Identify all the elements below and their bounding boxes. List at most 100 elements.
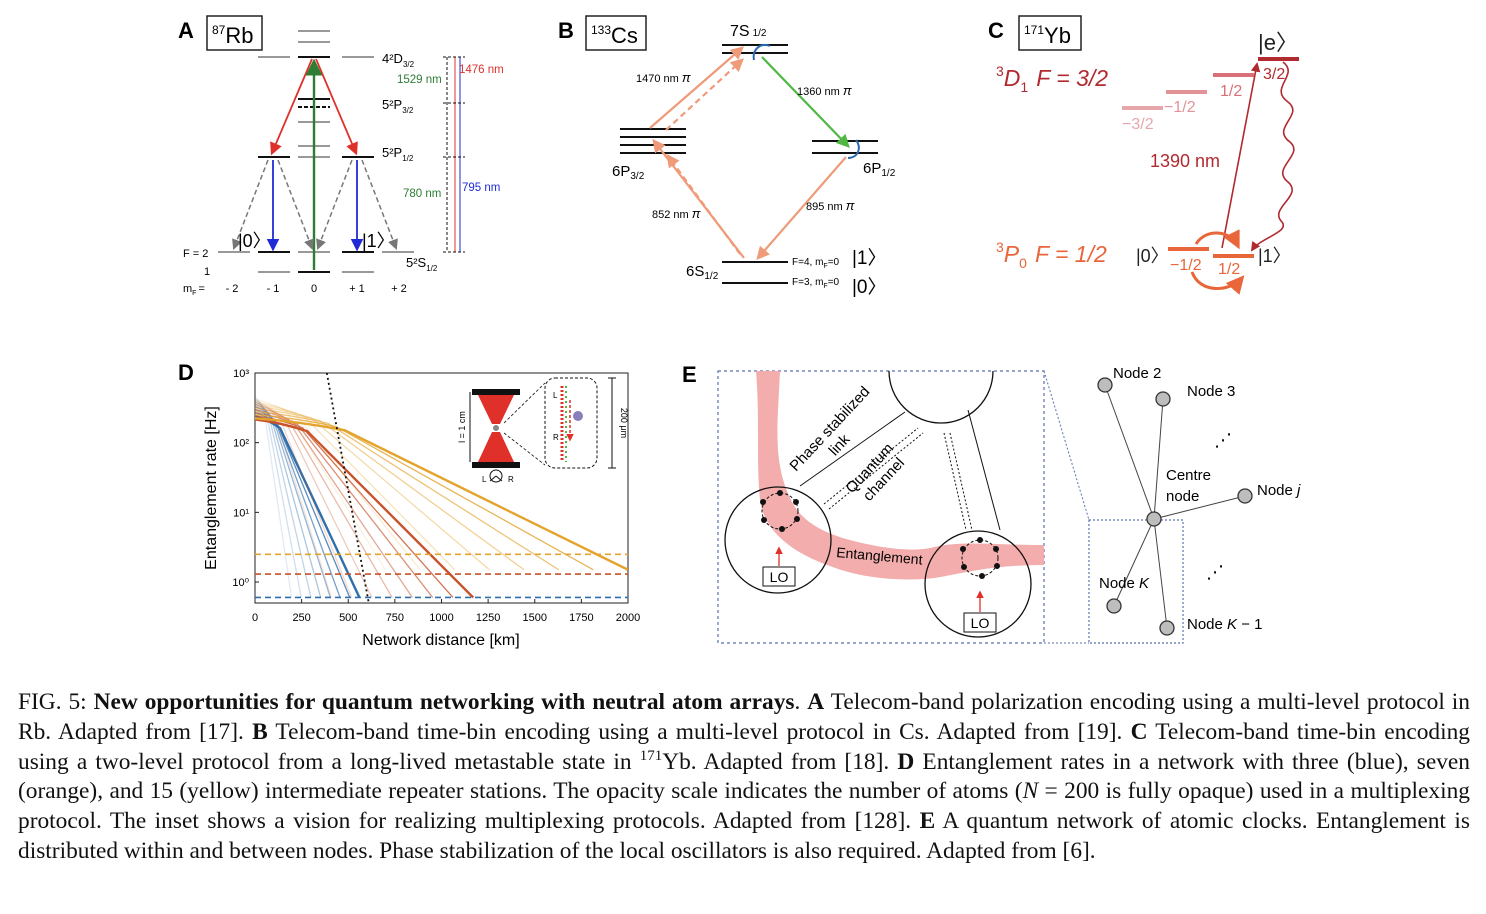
ellipsis-dots: ⋰ [1206, 562, 1224, 582]
x-tick-label: 250 [292, 612, 310, 624]
star-network [1104, 384, 1246, 629]
rate-curve-0-1 [255, 398, 302, 598]
clock-circle [888, 370, 994, 424]
plot-frame [254, 372, 629, 604]
rate-curve-1-0 [255, 399, 332, 598]
rate-curve-2-2 [255, 402, 456, 571]
caption-d-text: Entanglement rates in a network with thr… [18, 748, 1470, 805]
panel-a-isotope: 87Rb [212, 23, 253, 48]
rate-curve-1-5 [255, 411, 434, 598]
x-tick-label: 1250 [476, 612, 500, 624]
label-5p32: 5²P3/2 [382, 97, 414, 115]
figure-caption: FIG. 5: New opportunities for quantum ne… [18, 688, 1470, 867]
node-k-minus-1-label: Node K − 1 [1187, 616, 1262, 633]
node-cluster-box [1088, 519, 1184, 644]
f1-label: 1 [204, 266, 210, 278]
mf-value: - 2 [226, 283, 239, 295]
network-nodes [1097, 377, 1253, 636]
panel-d-letter: D [178, 360, 194, 385]
entanglement-band [756, 371, 1044, 580]
label-f4: F=4, mF=0 [792, 257, 840, 270]
caption-e-text: A quantum network of atomic clocks. Enta… [18, 808, 1470, 864]
y-tick-label: 10⁰ [232, 577, 249, 589]
label-6p12: 6P1/2 [863, 160, 896, 179]
node-3 [1155, 391, 1171, 407]
rate-curve-2-5 [255, 410, 560, 571]
clock-node-right [924, 530, 1032, 638]
rate-curve-2-1 [255, 400, 421, 571]
caption-a-text: Telecom-band polarization encoding using… [18, 689, 1470, 745]
node-2 [1097, 377, 1113, 393]
label-6p32: 6P3/2 [612, 163, 645, 182]
label-f3: F=3, mF=0 [792, 277, 840, 290]
ket-1-c: |1〉 [1258, 246, 1291, 266]
lo-box-right [963, 612, 997, 633]
g-label: −1/2 [1170, 257, 1202, 274]
y-tick-label: 10¹ [233, 507, 249, 519]
caption-c: C [1130, 718, 1148, 745]
ellipsis-dots: ⋰ [1214, 430, 1232, 450]
figure-5: A 87Rb [178, 15, 1301, 649]
panel-e-letter: E [682, 362, 697, 387]
wl-1360: 1360 nm π [797, 83, 852, 98]
atom-ring-right [960, 537, 1000, 579]
wl-852: 852 nm π [652, 206, 701, 221]
x-tick-label: 750 [386, 612, 404, 624]
caption-b: B [252, 718, 268, 745]
mf-label: mF= [183, 283, 205, 297]
wl-895: 895 nm π [806, 198, 855, 213]
caption-c-sup: 171 [639, 747, 663, 764]
wl-1476: 1476 nm [459, 64, 504, 76]
raman-arrow [1190, 271, 1245, 295]
caption-d-eq: = 200 is fully opaque) used in a multipl… [18, 778, 1470, 835]
wl-1470: 1470 nm π [636, 70, 691, 85]
wavelength-scale [443, 56, 465, 253]
chart-lines [255, 373, 628, 603]
panel-a-isotope-box [206, 15, 263, 51]
node-j-label: Node j [1257, 482, 1301, 499]
mf-value: + 2 [391, 283, 407, 295]
caption-sep: . [794, 689, 808, 715]
panel-b-isotope-box [585, 15, 647, 51]
entanglement-label: Entanglement [836, 544, 924, 567]
level-5s [218, 251, 414, 273]
m-label: −1/2 [1164, 99, 1196, 116]
caption-fig: FIG. 5: [18, 689, 94, 715]
transitions-b [649, 44, 860, 260]
g-label: 1/2 [1218, 261, 1240, 278]
panel-b-letter: B [558, 18, 574, 43]
quantum-channel-label: Quantumchannel [842, 440, 910, 509]
transition-red-right [315, 58, 358, 156]
m-label: −3/2 [1122, 116, 1154, 133]
node-k [1106, 598, 1122, 614]
level-5p12 [258, 145, 374, 158]
m-label: 1/2 [1220, 83, 1242, 100]
bound-line [325, 373, 370, 603]
panel-c-letter: C [988, 18, 1004, 43]
wl-1529: 1529 nm [397, 74, 442, 86]
inset-200um: 200 μm [619, 408, 629, 438]
x-axis-label: Network distance [km] [362, 632, 519, 649]
node-3-label: Node 3 [1187, 383, 1235, 400]
label-4d: 4²D3/2 [382, 51, 415, 69]
inset-l: L [482, 475, 487, 484]
m-label: 3/2 [1263, 66, 1285, 83]
caption-d: D [897, 748, 915, 775]
y-tick-label: 10² [233, 438, 249, 450]
caption-d-n: N [1022, 778, 1039, 805]
caption-title: New opportunities for quantum networking… [93, 689, 795, 715]
ket-0-c: |0〉 [1136, 246, 1169, 266]
mf-value: - 1 [267, 283, 280, 295]
panel-c-isotope-box [1018, 15, 1082, 51]
wl-1390: 1390 nm [1150, 151, 1220, 171]
lo-label-left: LO [770, 569, 789, 585]
mf-value: 0 [311, 283, 317, 295]
x-tick-label: 2000 [616, 612, 640, 624]
node-k-label: Node K [1099, 575, 1150, 592]
